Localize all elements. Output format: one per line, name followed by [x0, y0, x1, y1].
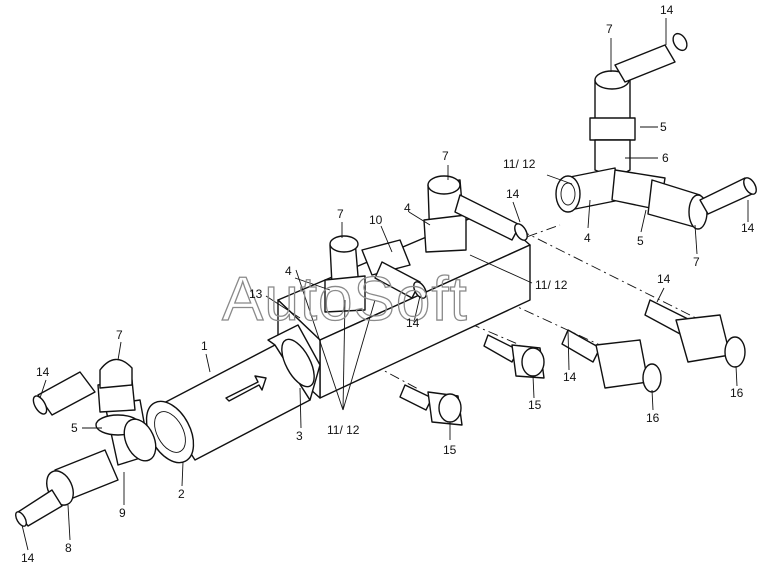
- callout-7-block-right: 7: [442, 149, 449, 163]
- callout-14-sw1: 14: [657, 272, 671, 286]
- callout-7-block-mid: 7: [337, 207, 344, 221]
- filter-housing: [145, 324, 321, 464]
- callout-7-left: 7: [116, 328, 123, 342]
- callout-14-bottom: 14: [21, 551, 35, 565]
- callout-8: 8: [65, 541, 72, 555]
- callout-6: 6: [662, 151, 669, 165]
- callout-7-top: 7: [606, 22, 613, 36]
- callout-14-sw2: 14: [563, 370, 577, 384]
- block-top-fittings: [324, 175, 528, 313]
- callout-14-top: 14: [660, 3, 674, 17]
- right-tee-assembly: [555, 32, 757, 230]
- callout-11-12-bottom: 11/ 12: [327, 423, 360, 437]
- callout-labels: 14 7 5 6 11/ 12 4 5 14 7 7 4 14 7 10 4 1…: [21, 3, 755, 565]
- callout-14-block-top: 14: [506, 187, 520, 201]
- callout-15-a: 15: [528, 398, 542, 412]
- callout-16-b: 16: [730, 386, 744, 400]
- callout-14-right: 14: [741, 221, 755, 235]
- callout-4-block-right: 4: [404, 201, 411, 215]
- callout-4-tee: 4: [584, 231, 591, 245]
- callout-9: 9: [119, 506, 126, 520]
- leader-lines: [21, 18, 749, 551]
- callout-5-left: 5: [71, 421, 78, 435]
- callout-4-block-mid: 4: [285, 264, 292, 278]
- callout-7-right: 7: [693, 255, 700, 269]
- callout-13: 13: [249, 287, 263, 301]
- callout-10: 10: [369, 213, 383, 227]
- callout-3: 3: [296, 429, 303, 443]
- callout-2: 2: [178, 487, 185, 501]
- loose-parts: [399, 299, 746, 426]
- watermark-text: AutoSoft: [222, 265, 468, 334]
- callout-11-12-tee: 11/ 12: [503, 157, 536, 171]
- callout-15-b: 15: [443, 443, 457, 457]
- callout-14-mid: 14: [406, 316, 420, 330]
- callout-5-tee: 5: [637, 234, 644, 248]
- callout-14-left: 14: [36, 365, 50, 379]
- callout-11-12-mid: 11/ 12: [535, 278, 568, 292]
- callout-1: 1: [201, 339, 208, 353]
- left-tee-assembly: [15, 358, 157, 527]
- callout-5-top: 5: [660, 120, 667, 134]
- callout-16-a: 16: [646, 411, 660, 425]
